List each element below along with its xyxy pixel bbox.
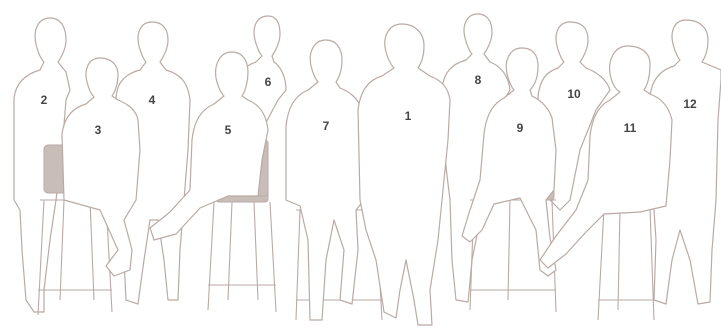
label-12: 12 — [683, 97, 697, 111]
label-7: 7 — [323, 119, 330, 133]
figure-1 — [358, 24, 450, 325]
label-3: 3 — [95, 123, 102, 137]
label-4: 4 — [149, 93, 156, 107]
label-6: 6 — [265, 75, 272, 89]
label-11: 11 — [624, 121, 637, 135]
label-2: 2 — [41, 93, 48, 107]
label-9: 9 — [517, 121, 524, 135]
stool-11 — [598, 196, 654, 320]
label-1: 1 — [405, 109, 412, 123]
label-8: 8 — [475, 73, 482, 87]
label-10: 10 — [567, 87, 581, 101]
label-5: 5 — [225, 123, 232, 137]
